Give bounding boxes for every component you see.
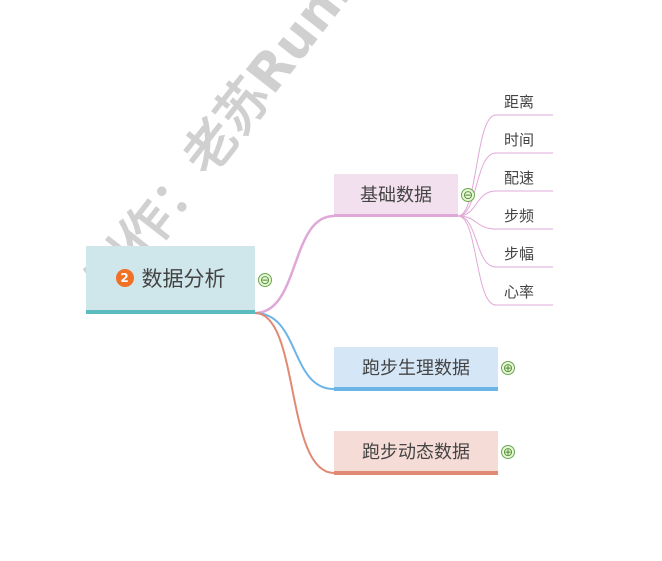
expand-icon[interactable]: ⊕: [501, 445, 515, 459]
priority-badge: 2: [115, 269, 134, 287]
leaf-link: [457, 215, 553, 306]
link-dynamic: [254, 312, 335, 474]
branch-dynamic-data[interactable]: 跑步动态数据: [334, 431, 498, 475]
leaf-link: [457, 114, 553, 217]
link-physio: [254, 312, 335, 390]
leaf-link: [457, 215, 553, 268]
leaf-node[interactable]: 心率: [504, 283, 535, 301]
root-node[interactable]: 2 数据分析: [86, 246, 255, 314]
expand-icon[interactable]: ⊕: [501, 361, 515, 375]
link-basic: [254, 214, 335, 315]
branch-physio-data[interactable]: 跑步生理数据: [334, 347, 498, 391]
leaf-node[interactable]: 配速: [504, 169, 535, 187]
root-label: 数据分析: [141, 267, 226, 291]
leaf-node[interactable]: 步幅: [504, 245, 535, 263]
collapse-icon[interactable]: ⊖: [461, 188, 475, 202]
leaf-node[interactable]: 步频: [504, 207, 535, 225]
leaf-node[interactable]: 时间: [504, 131, 535, 149]
leaf-link: [457, 190, 553, 217]
leaf-node[interactable]: 距离: [504, 93, 535, 111]
leaf-link: [457, 215, 553, 230]
branch-basic-data[interactable]: 基础数据: [334, 174, 458, 217]
leaf-link: [457, 152, 553, 217]
collapse-icon[interactable]: ⊖: [258, 273, 272, 287]
